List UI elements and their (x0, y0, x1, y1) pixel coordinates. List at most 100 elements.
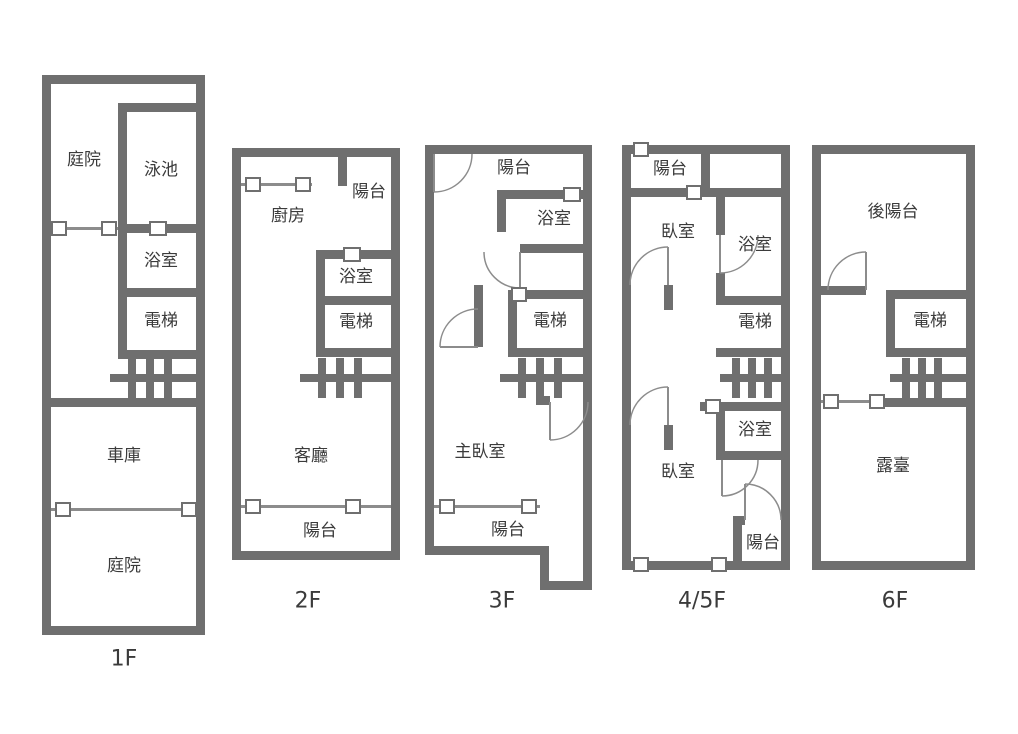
floor-plan-1f: 庭院 泳池 浴室 電梯 車庫 庭院 1F (42, 75, 205, 672)
room-label: 電梯 (738, 312, 772, 332)
window-marker (343, 247, 361, 262)
room-label: 浴室 (738, 420, 772, 440)
window-marker (295, 177, 311, 192)
wall-segment (316, 348, 400, 357)
room-label: 客廳 (294, 446, 328, 466)
window-marker (705, 399, 721, 414)
window-marker (511, 287, 527, 302)
wall-segment (966, 145, 975, 570)
wall-segment (664, 285, 673, 310)
wall-segment (716, 348, 790, 357)
floor-plan-4-5f: 陽台 臥室 浴室 電梯 浴室 臥室 陽台 4/5F (622, 142, 790, 614)
floor-label: 2F (295, 589, 322, 614)
room-label: 廚房 (271, 205, 305, 226)
wall-segment (716, 188, 725, 235)
wall-segment (118, 103, 205, 112)
railing-line (241, 505, 391, 508)
wall-segment (886, 290, 895, 357)
wall-segment (338, 148, 347, 186)
room-label: 浴室 (738, 235, 772, 255)
wall-segment (812, 145, 975, 154)
wall-segment (583, 145, 592, 590)
wall-segment (716, 273, 725, 305)
wall-segment (232, 148, 400, 157)
stair-symbol (890, 374, 966, 382)
door-arc (827, 251, 867, 291)
stair-symbol (500, 374, 592, 382)
wall-segment (497, 190, 592, 199)
stair-symbol (764, 358, 772, 398)
window-marker (823, 394, 839, 409)
room-label: 後陽台 (868, 202, 919, 222)
window-marker (521, 499, 537, 514)
wall-segment (880, 398, 975, 407)
wall-segment (118, 288, 205, 297)
room-label: 泳池 (144, 160, 178, 180)
room-label: 陽台 (352, 182, 386, 202)
wall-segment (536, 396, 550, 405)
room-label: 陽台 (497, 158, 531, 178)
wall-segment (886, 290, 966, 299)
room-label: 車庫 (107, 446, 141, 466)
wall-segment (474, 285, 483, 347)
room-label: 庭院 (107, 556, 141, 576)
room-label: 臥室 (661, 462, 695, 482)
window-marker (181, 502, 197, 517)
window-marker (245, 177, 261, 192)
window-marker (149, 221, 167, 236)
window-marker (345, 499, 361, 514)
wall-segment (42, 75, 51, 635)
door-arc (483, 251, 521, 289)
stair-symbol (146, 358, 154, 398)
stair-symbol (536, 358, 544, 398)
wall-segment (508, 290, 592, 299)
wall-segment (425, 145, 434, 555)
stair-symbol (164, 358, 172, 398)
wall-segment (716, 451, 790, 460)
door-arc (719, 234, 759, 274)
wall-segment (812, 286, 866, 295)
floor-plan-6f: 後陽台 電梯 露臺 6F (812, 145, 975, 614)
room-label: 露臺 (876, 456, 910, 476)
stair-symbol (354, 358, 362, 398)
wall-segment (232, 148, 241, 560)
wall-segment (701, 145, 710, 193)
wall-segment (716, 296, 790, 305)
room-label: 電梯 (533, 311, 567, 331)
door-arc (629, 246, 669, 286)
floor-label: 6F (882, 589, 909, 614)
wall-segment (700, 402, 790, 411)
stair-symbol (748, 358, 756, 398)
floor-plan-3f: 陽台 浴室 電梯 主臥室 陽台 3F (425, 145, 592, 614)
wall-segment (232, 551, 400, 560)
room-label: 陽台 (653, 159, 687, 179)
wall-segment (622, 561, 790, 570)
floor-label: 4/5F (678, 589, 726, 614)
window-marker (245, 499, 261, 514)
window-marker (101, 221, 117, 236)
stair-symbol (318, 358, 326, 398)
wall-segment (118, 103, 127, 295)
window-marker (439, 499, 455, 514)
wall-segment (425, 546, 549, 555)
wall-segment (886, 348, 966, 357)
wall-segment (425, 145, 592, 154)
room-label: 電梯 (913, 311, 947, 331)
door-arc (433, 153, 473, 193)
wall-segment (733, 516, 742, 570)
stair-symbol (518, 358, 526, 398)
door-arc (549, 401, 589, 441)
door-arc (744, 483, 782, 521)
stair-symbol (554, 358, 562, 398)
floor-plan-2f: 廚房 陽台 浴室 電梯 客廳 陽台 2F (232, 148, 400, 614)
wall-segment (812, 561, 975, 570)
stair-symbol (128, 358, 136, 398)
wall-segment (781, 145, 790, 570)
wall-segment (508, 348, 592, 357)
room-label: 陽台 (303, 521, 337, 541)
railing-line (434, 505, 540, 508)
wall-segment (733, 516, 745, 525)
wall-segment (812, 145, 821, 570)
